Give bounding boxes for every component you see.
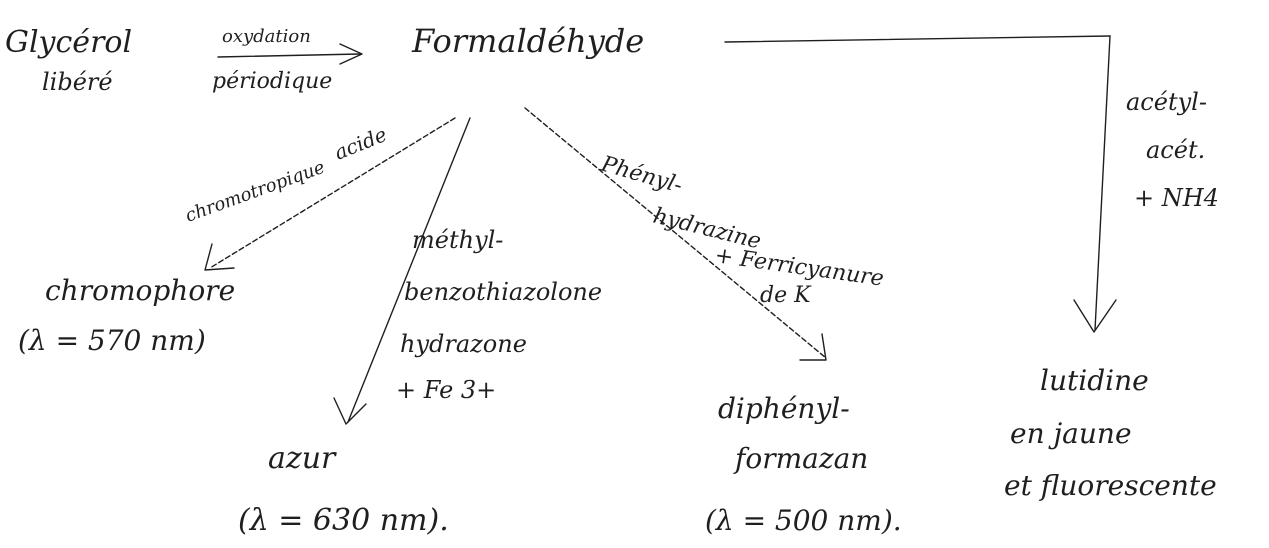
reagent-chromotropic-1: acide	[331, 122, 390, 165]
product-formazan-3: (λ = 500 nm).	[705, 504, 902, 537]
branch-azur-arrow	[333, 117, 471, 425]
branch-chromophore-arrow	[204, 117, 456, 271]
reagent-acetylacetone-2: acét.	[1146, 136, 1205, 164]
start-label-line2: libéré	[42, 68, 113, 96]
reagent-acetylacetone-3: + NH4	[1134, 184, 1219, 212]
reagent-acetylacetone-1: acétyl-	[1126, 88, 1207, 116]
periodic-label: périodique	[212, 69, 332, 94]
branch-formazan-arrow	[524, 107, 827, 361]
oxidation-label: oxydation	[222, 26, 311, 47]
oxidation-arrow: oxydation périodique	[212, 26, 363, 94]
product-chromophore-1: chromophore	[45, 274, 235, 307]
reagent-chromotropic-2: chromotropique	[183, 157, 328, 227]
reagent-phenylhydrazine-1: Phényl-	[597, 151, 685, 198]
product-formazan-2: formazan	[733, 442, 868, 475]
reagent-mbth-4: + Fe 3+	[396, 376, 496, 404]
reagent-mbth-3: hydrazone	[400, 330, 527, 358]
reagent-mbth-1: méthyl-	[412, 226, 503, 254]
formaldehyde-label: Formaldéhyde	[411, 22, 644, 60]
start-label-line1: Glycérol	[5, 25, 132, 60]
product-lutidine-1: lutidine	[1040, 364, 1149, 397]
product-lutidine-2: en jaune	[1010, 417, 1132, 450]
reagent-mbth-2: benzothiazolone	[404, 278, 602, 306]
reagent-phenylhydrazine-4: de K	[760, 283, 812, 308]
branch-lutidine-arrow	[724, 35, 1117, 333]
product-formazan-1: diphényl-	[718, 392, 850, 425]
product-chromophore-2: (λ = 570 nm)	[18, 324, 206, 357]
product-azur-1: azur	[268, 441, 337, 476]
product-lutidine-3: et fluorescente	[1004, 469, 1217, 502]
product-azur-2: (λ = 630 nm).	[238, 503, 449, 538]
